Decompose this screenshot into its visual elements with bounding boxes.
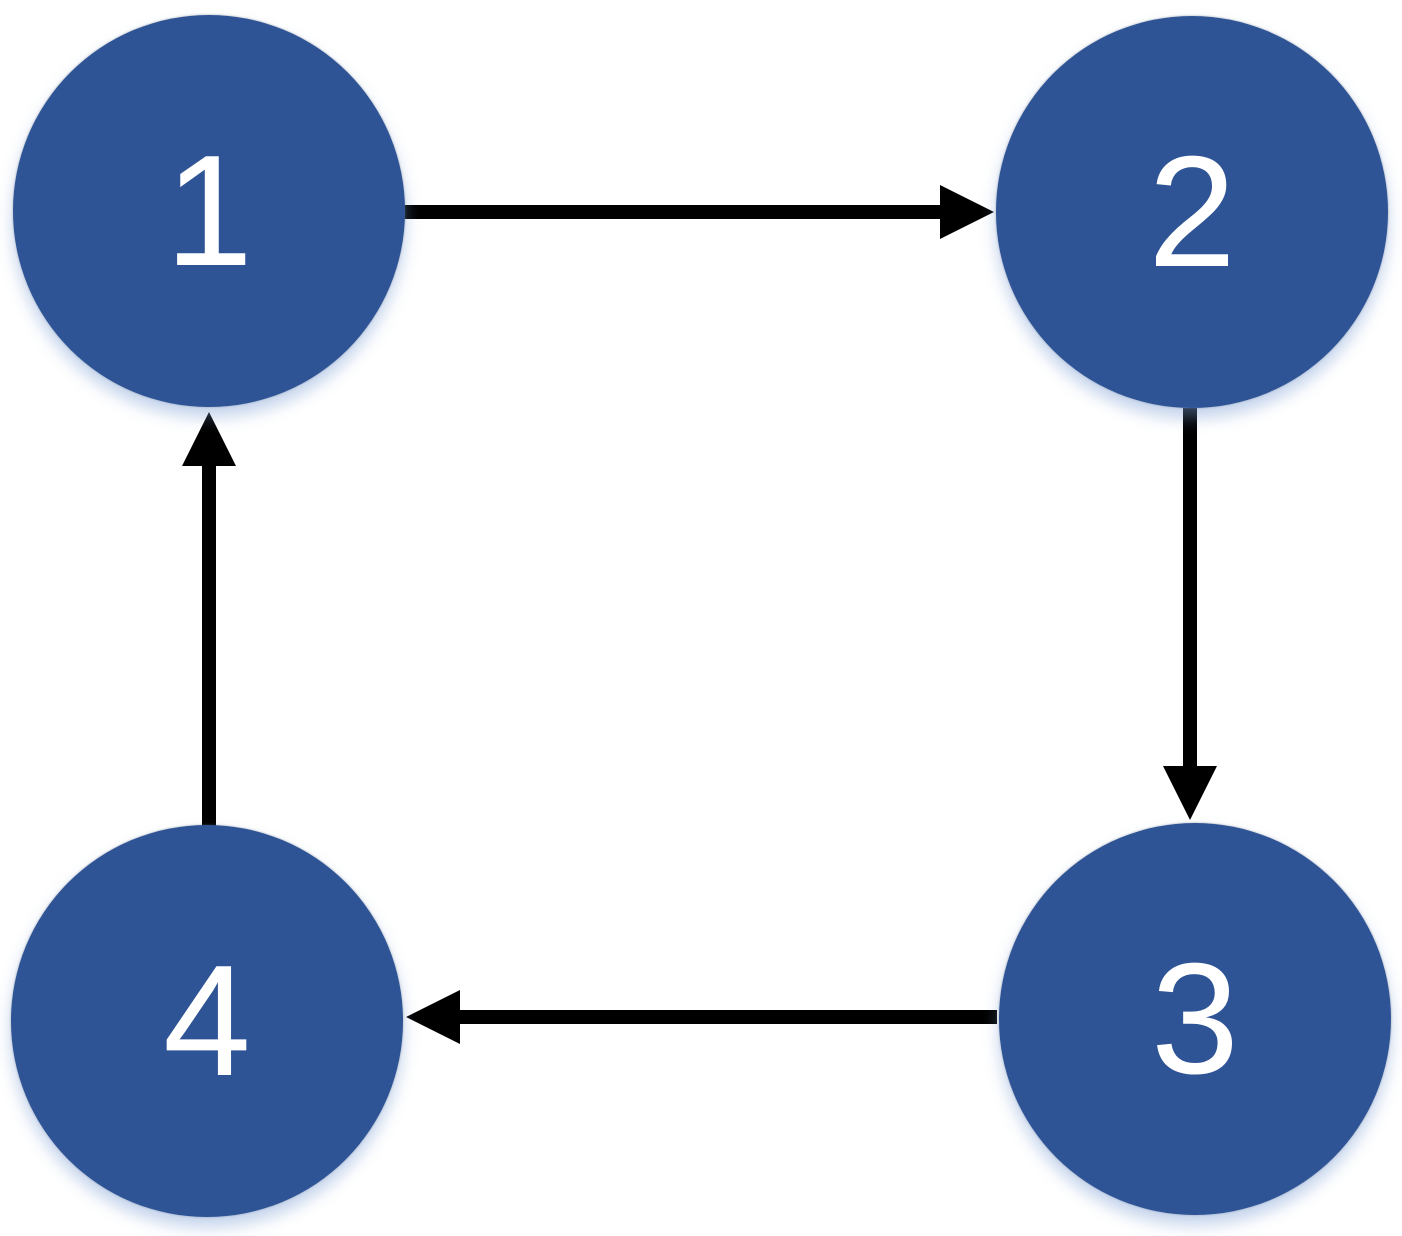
node-4-label: 4 [163, 933, 251, 1109]
edge-1-to-2 [402, 185, 994, 239]
node-3-label: 3 [1151, 931, 1239, 1107]
node-4: 4 [11, 825, 403, 1217]
node-3: 3 [999, 823, 1391, 1215]
edge-3-to-4-arrowhead-icon [406, 990, 460, 1044]
node-1: 1 [13, 15, 405, 407]
node-2: 2 [996, 16, 1388, 408]
edge-1-to-2-arrowhead-icon [940, 185, 994, 239]
edge-3-to-4 [406, 990, 997, 1044]
edge-2-to-3-arrowhead-icon [1163, 766, 1217, 820]
node-1-label: 1 [165, 123, 253, 299]
edge-4-to-1 [182, 412, 236, 827]
edge-4-to-1-arrowhead-icon [182, 412, 236, 466]
edge-2-to-3 [1163, 408, 1217, 820]
node-2-label: 2 [1148, 124, 1236, 300]
